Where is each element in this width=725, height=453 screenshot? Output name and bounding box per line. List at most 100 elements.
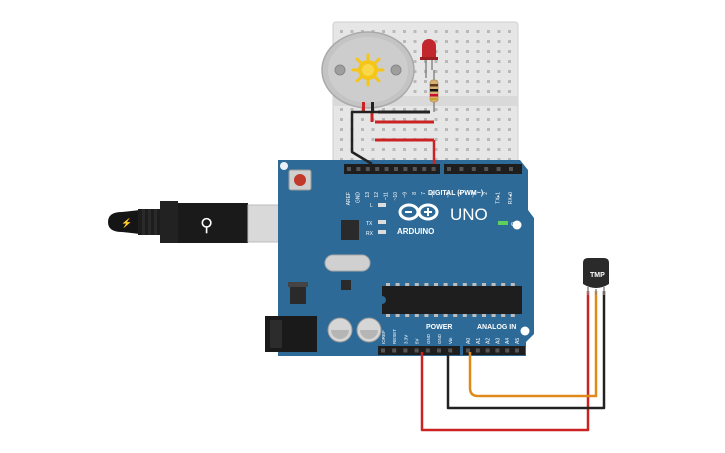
breadboard-hole[interactable] — [497, 158, 501, 161]
breadboard-hole[interactable] — [445, 80, 448, 83]
breadboard-hole[interactable] — [361, 148, 364, 151]
breadboard-hole[interactable] — [476, 118, 480, 121]
breadboard-hole[interactable] — [413, 118, 417, 121]
breadboard-hole[interactable] — [455, 90, 459, 93]
breadboard-hole[interactable] — [413, 70, 417, 73]
breadboard-hole[interactable] — [340, 138, 343, 141]
breadboard-hole[interactable] — [487, 158, 490, 161]
breadboard-hole[interactable] — [445, 90, 448, 93]
breadboard-hole[interactable] — [455, 40, 459, 43]
breadboard-hole[interactable] — [508, 90, 511, 93]
power-pin[interactable] — [437, 348, 441, 353]
wires[interactable] — [350, 110, 606, 432]
digital-pin[interactable] — [496, 167, 501, 171]
breadboard-hole[interactable] — [466, 108, 469, 111]
breadboard-hole[interactable] — [434, 158, 438, 161]
breadboard-hole[interactable] — [487, 118, 490, 121]
breadboard-hole[interactable] — [445, 50, 448, 53]
breadboard-hole[interactable] — [371, 138, 375, 141]
breadboard-hole[interactable] — [497, 148, 501, 151]
breadboard-hole[interactable] — [508, 40, 511, 43]
breadboard-hole[interactable] — [476, 90, 480, 93]
breadboard-hole[interactable] — [371, 148, 375, 151]
breadboard-hole[interactable] — [413, 40, 417, 43]
breadboard-hole[interactable] — [392, 128, 396, 131]
digital-pin[interactable] — [422, 167, 427, 171]
breadboard-hole[interactable] — [476, 148, 480, 151]
breadboard-hole[interactable] — [476, 158, 480, 161]
breadboard-hole[interactable] — [403, 30, 406, 33]
analog-pin[interactable] — [485, 348, 490, 353]
breadboard-hole[interactable] — [445, 70, 448, 73]
breadboard-hole[interactable] — [455, 138, 459, 141]
breadboard-hole[interactable] — [476, 60, 480, 63]
breadboard-hole[interactable] — [382, 118, 385, 121]
breadboard-hole[interactable] — [392, 30, 396, 33]
breadboard-hole[interactable] — [340, 128, 343, 131]
power-pin[interactable] — [448, 348, 453, 353]
breadboard-hole[interactable] — [413, 108, 417, 111]
digital-pin[interactable] — [431, 167, 436, 171]
breadboard-hole[interactable] — [413, 80, 417, 83]
temperature-sensor[interactable]: TMP — [583, 258, 609, 295]
breadboard-hole[interactable] — [497, 70, 501, 73]
breadboard-hole[interactable] — [434, 70, 438, 73]
breadboard-hole[interactable] — [466, 128, 469, 131]
analog-pin[interactable] — [475, 348, 480, 353]
analog-pin[interactable] — [515, 348, 519, 353]
breadboard-hole[interactable] — [382, 148, 385, 151]
digital-pin[interactable] — [375, 167, 380, 171]
digital-pin[interactable] — [471, 167, 476, 171]
breadboard-hole[interactable] — [434, 118, 438, 121]
resistor[interactable] — [429, 70, 439, 112]
breadboard-hole[interactable] — [466, 60, 469, 63]
breadboard-hole[interactable] — [497, 50, 501, 53]
breadboard-hole[interactable] — [466, 148, 469, 151]
breadboard-hole[interactable] — [392, 158, 396, 161]
breadboard-hole[interactable] — [455, 128, 459, 131]
breadboard-hole[interactable] — [413, 60, 417, 63]
breadboard-hole[interactable] — [487, 90, 490, 93]
breadboard-hole[interactable] — [434, 60, 438, 63]
breadboard-hole[interactable] — [508, 80, 511, 83]
breadboard-hole[interactable] — [434, 30, 438, 33]
breadboard-hole[interactable] — [455, 70, 459, 73]
power-pin[interactable] — [392, 348, 397, 353]
breadboard-hole[interactable] — [403, 128, 406, 131]
breadboard-hole[interactable] — [508, 128, 511, 131]
reset-button[interactable] — [288, 169, 312, 191]
breadboard-hole[interactable] — [476, 108, 480, 111]
power-pin[interactable] — [414, 348, 419, 353]
breadboard-hole[interactable] — [497, 40, 501, 43]
breadboard-hole[interactable] — [445, 118, 448, 121]
breadboard-hole[interactable] — [403, 148, 406, 151]
breadboard-hole[interactable] — [382, 108, 385, 111]
breadboard-hole[interactable] — [392, 148, 396, 151]
digital-pin[interactable] — [484, 167, 489, 171]
breadboard-hole[interactable] — [497, 138, 501, 141]
breadboard-hole[interactable] — [361, 138, 364, 141]
breadboard-hole[interactable] — [445, 108, 448, 111]
digital-pin[interactable] — [403, 167, 408, 171]
breadboard-hole[interactable] — [413, 50, 417, 53]
breadboard-hole[interactable] — [340, 30, 343, 33]
breadboard-hole[interactable] — [371, 128, 375, 131]
breadboard-hole[interactable] — [403, 108, 406, 111]
breadboard-jumpers[interactable] — [370, 110, 434, 142]
breadboard-hole[interactable] — [487, 50, 490, 53]
breadboard-hole[interactable] — [445, 40, 448, 43]
breadboard-hole[interactable] — [508, 30, 511, 33]
power-pin[interactable] — [403, 348, 408, 353]
breadboard-hole[interactable] — [476, 30, 480, 33]
dc-motor[interactable] — [321, 31, 415, 112]
breadboard-hole[interactable] — [445, 128, 448, 131]
breadboard-hole[interactable] — [487, 128, 490, 131]
breadboard-hole[interactable] — [508, 148, 511, 151]
breadboard-hole[interactable] — [466, 70, 469, 73]
breadboard-hole[interactable] — [476, 50, 480, 53]
breadboard-hole[interactable] — [350, 158, 354, 161]
breadboard-hole[interactable] — [455, 30, 459, 33]
breadboard-hole[interactable] — [340, 148, 343, 151]
breadboard-hole[interactable] — [497, 118, 501, 121]
breadboard-hole[interactable] — [508, 70, 511, 73]
